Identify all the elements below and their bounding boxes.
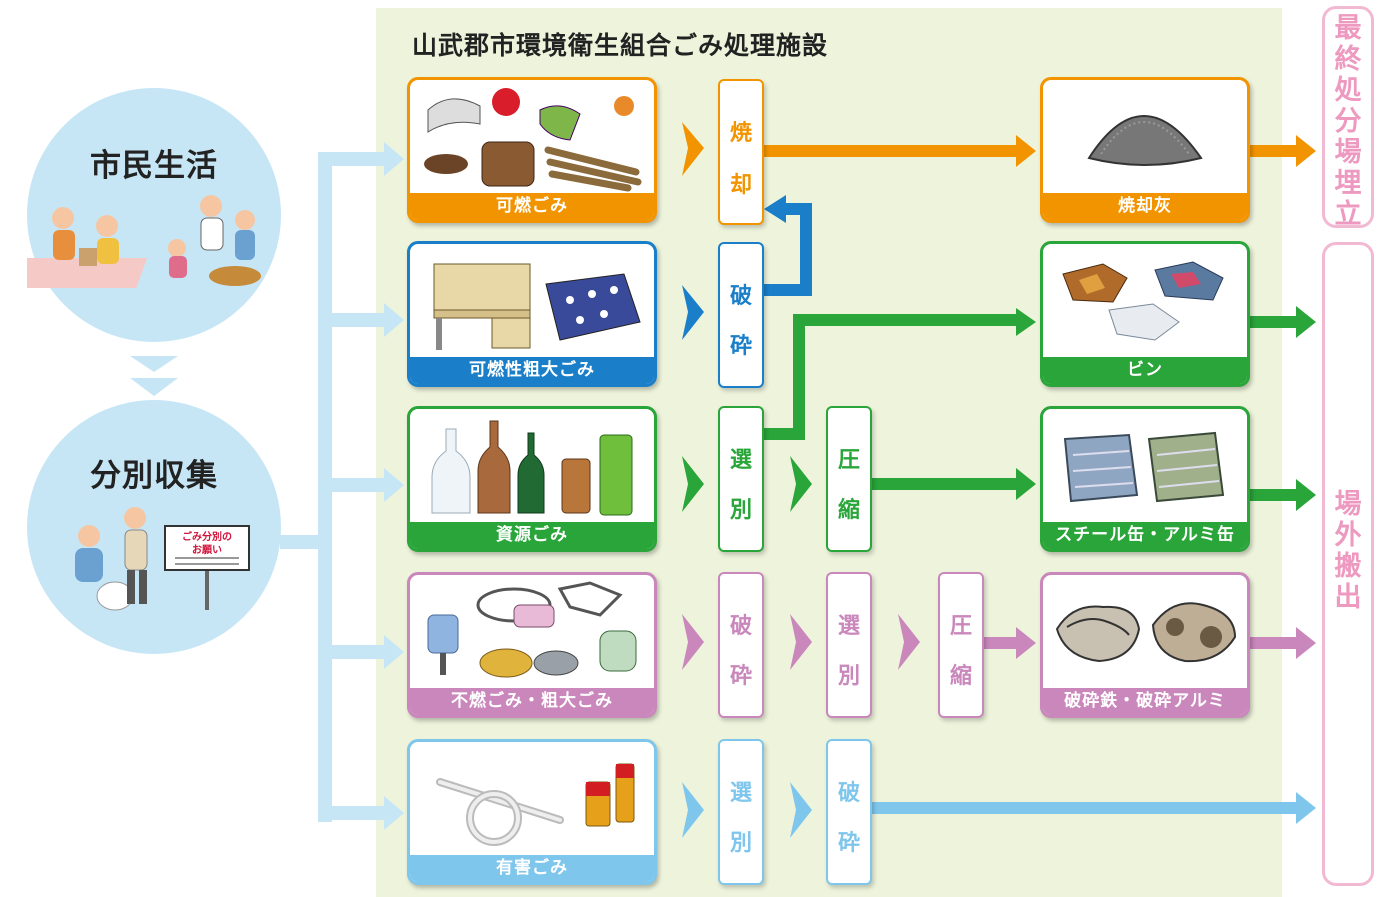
card-bulky-burnable-label: 可燃性粗大ごみ <box>410 357 654 384</box>
process-compress-2-char-1: 圧 <box>949 614 972 639</box>
process-sort-1: 選 別 <box>718 406 764 552</box>
process-incineration-char-1: 焼 <box>729 121 752 146</box>
process-sort-3: 選 別 <box>718 739 764 885</box>
sign-line-1: ごみ分別の <box>182 530 232 543</box>
facility-title: 山武郡市環境衛生組合ごみ処理施設 <box>412 31 829 60</box>
process-compress-1-char-2: 縮 <box>837 498 860 523</box>
card-hazardous-label: 有害ごみ <box>410 855 654 882</box>
card-non-burnable: 不燃ごみ・粗大ごみ <box>407 572 657 718</box>
citizen-life-label: 市民生活 <box>90 148 218 184</box>
card-resources-label: 資源ごみ <box>410 522 654 549</box>
down-chevrons <box>130 356 178 396</box>
dest-landfill-char-3: 処 <box>1334 75 1362 106</box>
process-crush-3-char-1: 破 <box>837 781 860 806</box>
dest-offsite-char-3: 搬 <box>1334 551 1362 582</box>
process-sort-2: 選 別 <box>826 572 872 718</box>
collection-flow <box>280 142 404 830</box>
burnable-waste-icon <box>424 88 642 192</box>
metal-bale-icon <box>1063 431 1225 503</box>
bottles-cans-icon <box>431 420 633 516</box>
card-burnable: 可燃ごみ <box>407 77 657 223</box>
dest-landfill-char-1: 最 <box>1334 13 1362 44</box>
process-crush-2-char-1: 破 <box>729 614 752 639</box>
process-sort-2-char-2: 別 <box>837 664 860 689</box>
collection-people-icon: ごみ分別の お願い <box>75 507 250 611</box>
process-incineration: 焼 却 <box>718 79 764 225</box>
dest-offsite-char-4: 出 <box>1334 582 1362 613</box>
process-sort-3-char-2: 別 <box>729 831 752 856</box>
output-cans-label: スチール缶・アルミ缶 <box>1043 522 1247 549</box>
dest-landfill: 最 終 処 分 場 埋 立 <box>1322 6 1374 230</box>
process-sort-1-char-1: 選 <box>729 448 752 473</box>
family-picnic-icon <box>27 195 261 288</box>
process-crush-3: 破 砕 <box>826 739 872 885</box>
furniture-icon <box>433 263 641 350</box>
dest-landfill-text: 最 終 処 分 場 埋 立 <box>1325 13 1371 230</box>
separate-collection-label: 分別収集 <box>90 458 218 494</box>
dest-landfill-char-6: 埋 <box>1334 168 1362 199</box>
dest-landfill-char-2: 終 <box>1334 44 1362 75</box>
process-incineration-char-2: 却 <box>729 173 752 198</box>
sign-line-2: お願い <box>192 544 222 556</box>
battery-lamp-icon <box>436 763 635 846</box>
card-non-burnable-label: 不燃ごみ・粗大ごみ <box>410 688 654 715</box>
output-glass: ビン <box>1040 241 1250 387</box>
output-scrap: 破砕鉄・破砕アルミ <box>1040 572 1250 718</box>
process-crush-1: 破 砕 <box>718 242 764 388</box>
process-compress-1-char-1: 圧 <box>837 448 860 473</box>
process-compress-2-char-2: 縮 <box>949 664 972 689</box>
arrow-burnable <box>682 122 704 176</box>
separate-collection-circle: 分別収集 ごみ分別の お願い <box>27 400 281 654</box>
dest-offsite-char-1: 場 <box>1334 489 1362 520</box>
process-crush-2: 破 砕 <box>718 572 764 718</box>
dest-landfill-char-5: 場 <box>1334 137 1362 168</box>
dest-offsite: 場 外 搬 出 <box>1322 242 1374 886</box>
output-cans: スチール缶・アルミ缶 <box>1040 406 1250 552</box>
process-compress-2: 圧 縮 <box>938 572 984 718</box>
output-ash: 焼却灰 <box>1040 77 1250 223</box>
card-hazardous: 有害ごみ <box>407 739 657 885</box>
process-crush-1-char-2: 砕 <box>729 334 752 359</box>
ash-pile-icon <box>1087 115 1203 166</box>
card-burnable-label: 可燃ごみ <box>410 193 654 220</box>
glass-cullet-icon <box>1062 261 1224 341</box>
output-scrap-label: 破砕鉄・破砕アルミ <box>1043 688 1247 715</box>
dest-offsite-char-2: 外 <box>1334 520 1362 551</box>
scrap-metal-icon <box>1055 602 1237 663</box>
card-bulky-burnable: 可燃性粗大ごみ <box>407 241 657 387</box>
dest-offsite-text: 場 外 搬 出 <box>1325 489 1371 613</box>
process-sort-3-char-1: 選 <box>729 781 752 806</box>
appliances-icon <box>427 581 637 678</box>
process-compress-1: 圧 縮 <box>826 406 872 552</box>
output-glass-label: ビン <box>1043 357 1247 384</box>
card-resources: 資源ごみ <box>407 406 657 552</box>
process-sort-2-char-1: 選 <box>837 614 860 639</box>
dest-landfill-char-7: 立 <box>1334 199 1362 230</box>
citizen-life-circle: 市民生活 <box>27 88 281 342</box>
process-crush-3-char-2: 砕 <box>837 831 860 856</box>
process-crush-2-char-2: 砕 <box>729 664 752 689</box>
process-sort-1-char-2: 別 <box>729 498 752 523</box>
output-ash-label: 焼却灰 <box>1043 193 1247 220</box>
dest-landfill-char-4: 分 <box>1334 106 1362 137</box>
process-crush-1-char-1: 破 <box>729 284 752 309</box>
